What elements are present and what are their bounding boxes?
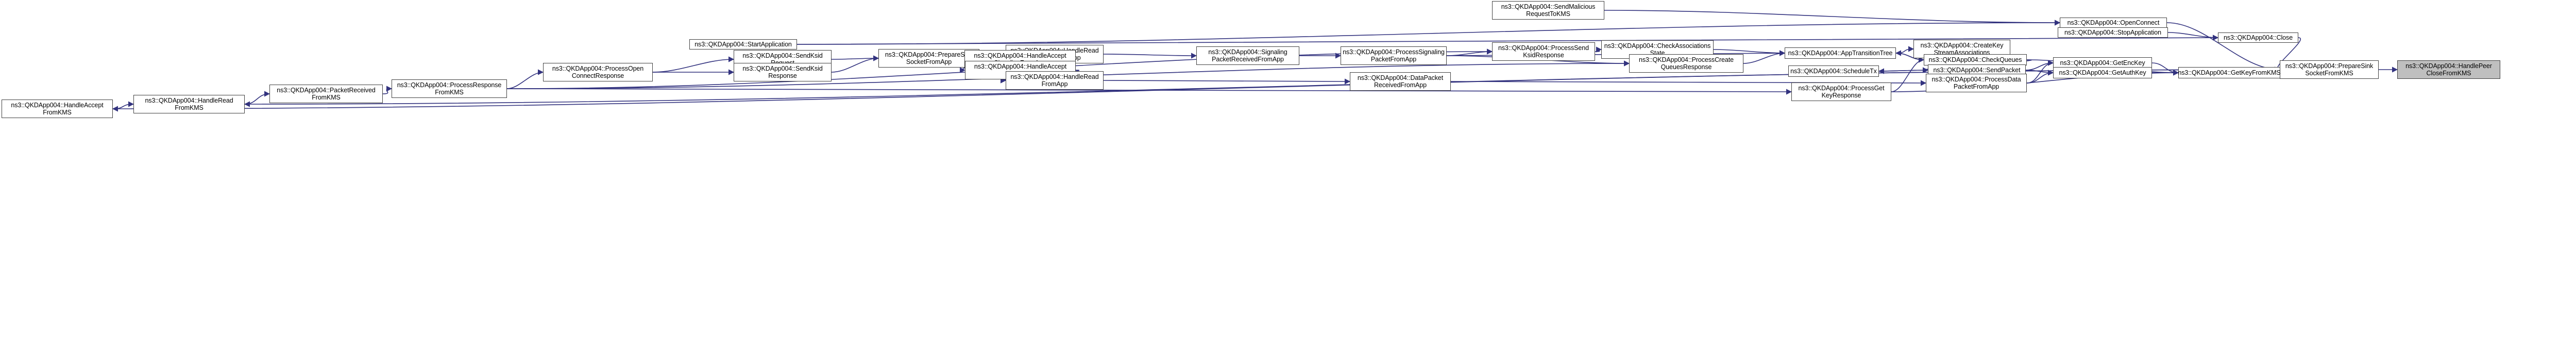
graph-node-getAuthKey[interactable]: ns3::QKDApp004::GetAuthKey bbox=[2053, 67, 2152, 78]
edge-packetRecvKms-to-processResponse bbox=[382, 86, 393, 94]
edge-processOpenConn-to-sendKsidRequest bbox=[652, 56, 735, 73]
edge-sendKsidResponse-to-prepareSinkApp bbox=[831, 55, 879, 73]
graph-node-dataPacketRecv[interactable]: ns3::QKDApp004::DataPacket ReceivedFromA… bbox=[1350, 72, 1451, 91]
edge-openConnect-to-prepareSinkKms bbox=[2166, 22, 2281, 73]
graph-node-handleAcceptKms[interactable]: ns3::QKDApp004::HandleAccept FromKMS bbox=[2, 100, 113, 118]
edge-handleReadApp-to-dataPacketRecv bbox=[1103, 78, 1351, 85]
graph-node-handleReadApp[interactable]: ns3::QKDApp004::HandleRead FromApp bbox=[1006, 71, 1104, 90]
graph-node-packetRecvKms[interactable]: ns3::QKDApp004::PacketReceived FromKMS bbox=[269, 85, 383, 103]
edge-appTransitionTree-to-createKeyStream bbox=[1895, 46, 1914, 54]
graph-node-processResponse[interactable]: ns3::QKDApp004::ProcessResponse FromKMS bbox=[392, 79, 507, 98]
graph-node-getKeyFromKms[interactable]: ns3::QKDApp004::GetKeyFromKMS bbox=[2178, 67, 2281, 78]
graph-node-scheduleTx[interactable]: ns3::QKDApp004::ScheduleTx bbox=[1788, 65, 1879, 77]
graph-node-prepareSinkKms[interactable]: ns3::QKDApp004::PrepareSink SocketFromKM… bbox=[2280, 60, 2379, 79]
edge-handleAcceptKms-to-handleReadKms bbox=[112, 101, 134, 109]
graph-node-sendKsidResponse[interactable]: ns3::QKDApp004::SendKsid Response bbox=[734, 63, 832, 81]
graph-node-sendMalicious[interactable]: ns3::QKDApp004::SendMalicious RequestToK… bbox=[1492, 1, 1604, 20]
edge-processGetKey-to-checkQueues bbox=[1891, 57, 1925, 92]
graph-node-handleReadKms[interactable]: ns3::QKDApp004::HandleRead FromKMS bbox=[133, 95, 245, 113]
graph-node-processSigPacket[interactable]: ns3::QKDApp004::ProcessSignaling PacketF… bbox=[1341, 46, 1447, 65]
graph-node-startApplication[interactable]: ns3::QKDApp004::StartApplication bbox=[689, 39, 797, 50]
graph-node-close[interactable]: ns3::QKDApp004::Close bbox=[2218, 32, 2298, 43]
graph-node-processDataPacket[interactable]: ns3::QKDApp004::ProcessData PacketFromAp… bbox=[1926, 74, 2027, 92]
edge-handleReadKms-to-packetRecvKms bbox=[244, 91, 270, 105]
edge-handleReadSig-to-sigPacketRecv bbox=[1103, 53, 1197, 59]
edge-checkAssoc-to-appTransitionTree bbox=[1713, 49, 1786, 56]
graph-node-handlePeerClose[interactable]: ns3::QKDApp004::HandlePeer CloseFromKMS bbox=[2397, 60, 2500, 79]
edge-processResponse-to-processOpenConn bbox=[506, 69, 544, 89]
graph-node-checkQueues[interactable]: ns3::QKDApp004::CheckQueues bbox=[1924, 54, 2027, 65]
graph-node-sigPacketRecv[interactable]: ns3::QKDApp004::Signaling PacketReceived… bbox=[1196, 46, 1299, 65]
edge-stopApplication-to-close bbox=[2167, 32, 2219, 41]
graph-node-processSendKsid[interactable]: ns3::QKDApp004::ProcessSend KsidResponse bbox=[1492, 42, 1595, 61]
edge-sendPacket-to-scheduleTx bbox=[1878, 68, 1928, 74]
graph-node-processGetKey[interactable]: ns3::QKDApp004::ProcessGet KeyResponse bbox=[1791, 82, 1891, 101]
edge-processSendKsid-to-checkAssoc bbox=[1595, 46, 1602, 53]
graph-node-openConnect[interactable]: ns3::QKDApp004::OpenConnect bbox=[2060, 18, 2167, 28]
edge-sendMalicious-to-openConnect bbox=[1604, 10, 2061, 26]
graph-node-appTransitionTree[interactable]: ns3::QKDApp004::AppTransitionTree bbox=[1785, 47, 1896, 59]
edge-getEncKey-to-getKeyFromKms bbox=[2151, 62, 2179, 76]
edge-processCreateQ-to-appTransitionTree bbox=[1743, 50, 1786, 64]
graph-node-stopApplication[interactable]: ns3::QKDApp004::StopApplication bbox=[2058, 27, 2168, 38]
edge-startApplication-to-openConnect bbox=[796, 20, 2061, 45]
graph-node-processCreateQ[interactable]: ns3::QKDApp004::ProcessCreate QueuesResp… bbox=[1629, 54, 1743, 73]
graph-node-processOpenConn[interactable]: ns3::QKDApp004::ProcessOpen ConnectRespo… bbox=[543, 63, 653, 81]
